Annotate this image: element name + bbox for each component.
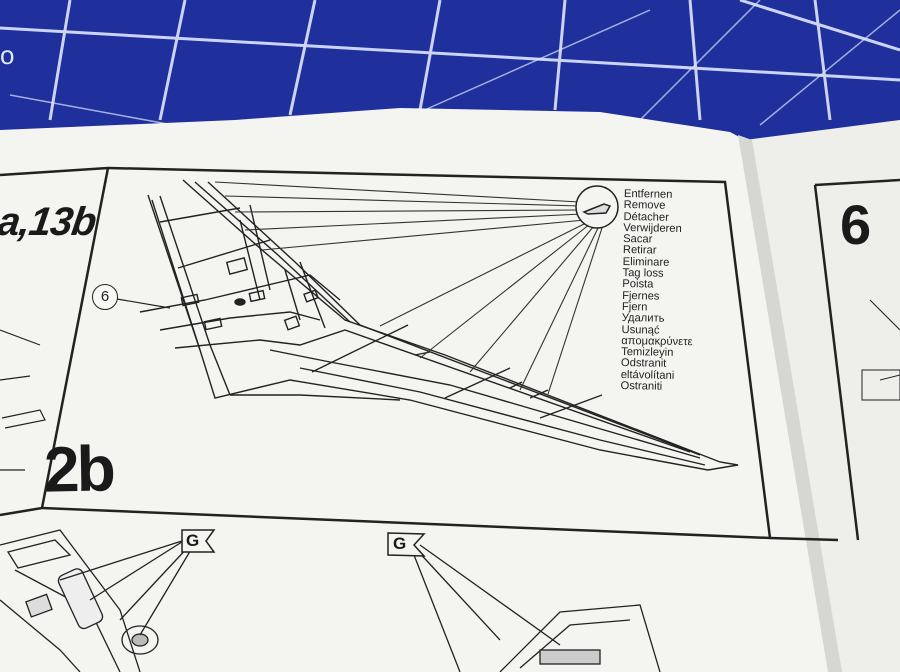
booklet-right-page [745,120,900,672]
part-tag-g-right: G [393,534,407,553]
part-tag-g-left: G [186,531,200,550]
detail-circle [575,185,619,229]
step-number-left: a,13b [0,200,99,244]
remove-instruction-list: Entfernen Remove Détacher Verwijderen Sa… [620,188,695,394]
flying-wing-drawing [139,179,739,471]
svg-text:o: o [0,40,14,70]
part-tag-boxes [181,529,426,557]
remove-label: Ostraniti [620,380,663,393]
part-callout-circle: 6 [92,284,118,310]
step-number-right: 6 [840,193,872,256]
mat-grid [0,0,900,121]
step-number-main: 2b [43,432,114,506]
leader-lines [214,181,603,395]
lower-parts-drawing [0,529,661,672]
